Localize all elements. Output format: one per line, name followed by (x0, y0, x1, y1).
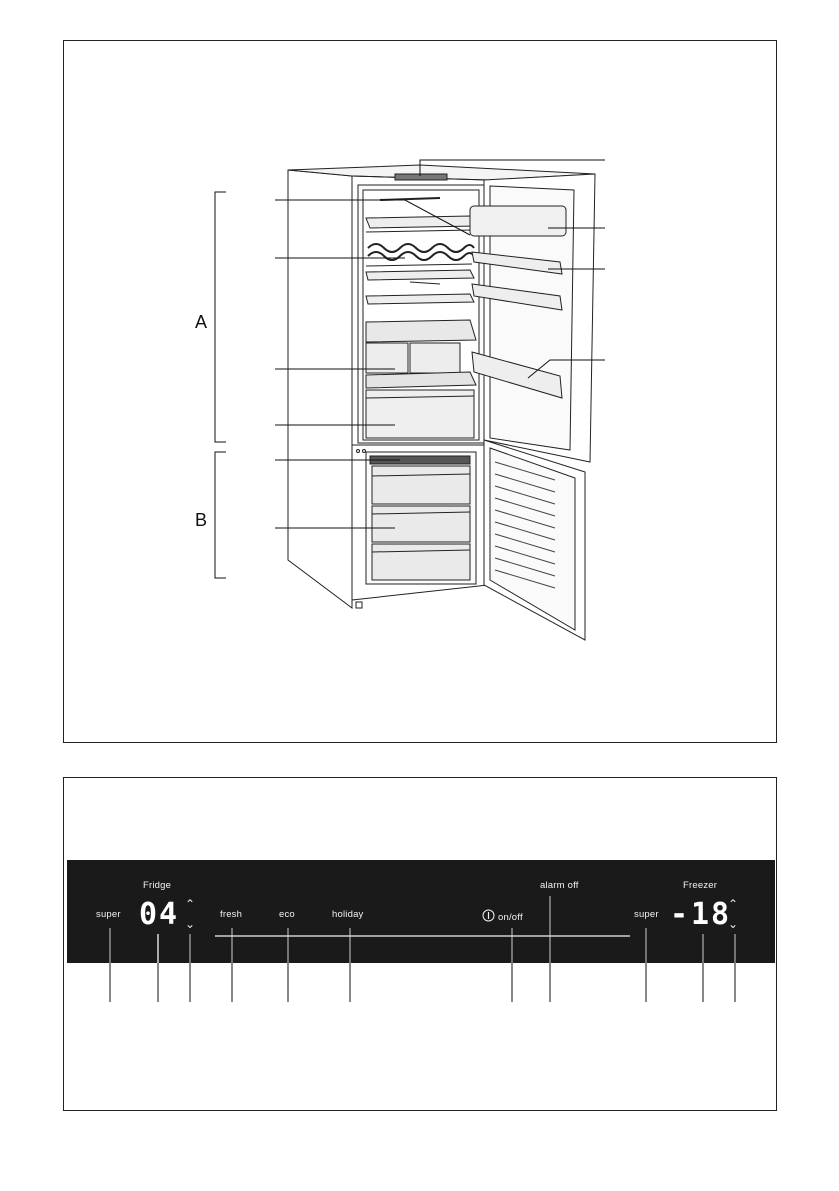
on-off-label: on/off (498, 912, 523, 923)
fridge-temperature-display: 04 (139, 897, 180, 932)
holiday-button[interactable]: holiday (332, 909, 364, 920)
freezer-title: Freezer (683, 880, 718, 891)
chevron-up-icon[interactable]: ⌃ (728, 897, 739, 911)
chevron-down-icon[interactable]: ⌄ (728, 917, 739, 931)
freezer-temperature-display: 18 (691, 897, 732, 932)
chevron-up-icon[interactable]: ⌃ (185, 897, 196, 911)
eco-button[interactable]: eco (279, 909, 295, 920)
on-off-button[interactable]: on/off (482, 907, 523, 923)
fridge-super-button[interactable]: super (96, 909, 121, 920)
control-panel: Fridge super 04 ⌃ ⌄ fresh eco holiday on… (67, 860, 775, 963)
fridge-title: Fridge (143, 880, 172, 891)
alarm-off-button[interactable]: alarm off (540, 880, 579, 891)
section-label-a: A (195, 312, 208, 332)
section-label-b: B (195, 510, 208, 530)
fresh-button[interactable]: fresh (220, 909, 243, 920)
freezer-minus-sign: - (670, 897, 691, 932)
power-icon (482, 909, 495, 922)
chevron-down-icon[interactable]: ⌄ (185, 917, 196, 931)
freezer-super-button[interactable]: super (634, 909, 659, 920)
